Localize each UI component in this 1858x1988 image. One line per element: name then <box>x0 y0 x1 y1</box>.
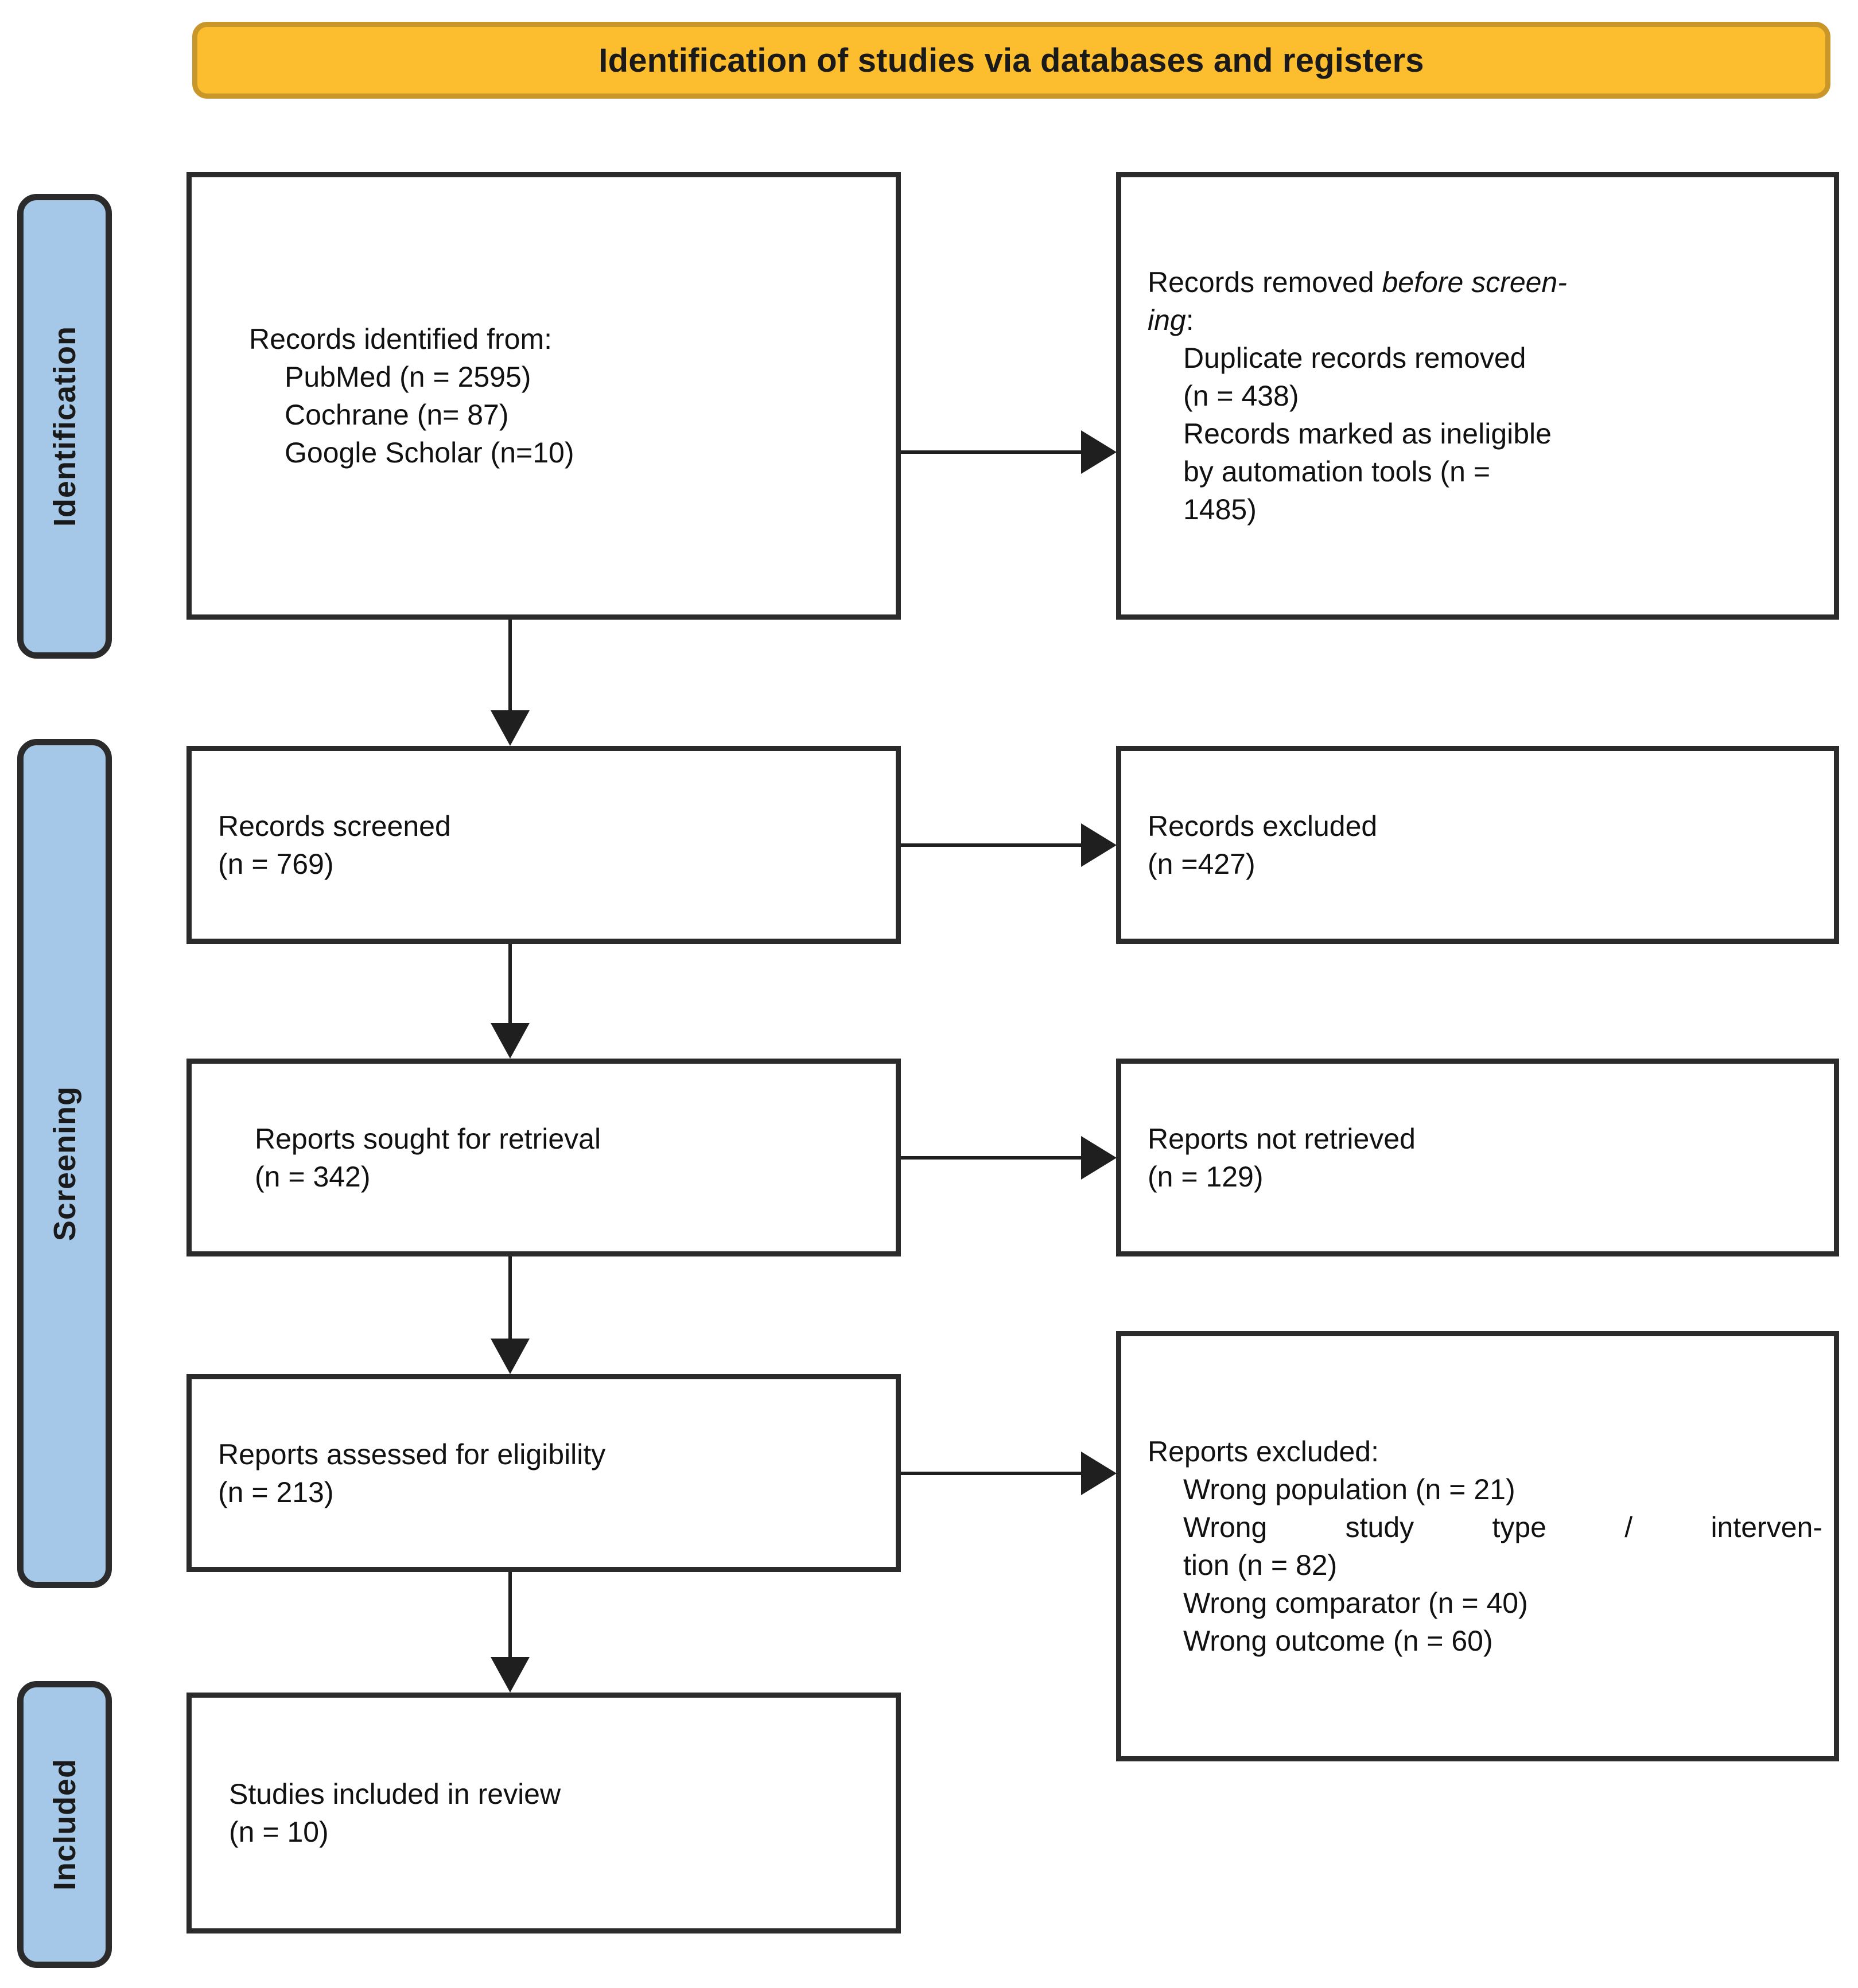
diagram-header-banner: Identification of studies via databases … <box>192 22 1830 99</box>
studies-included-label: Studies included in review <box>229 1778 561 1810</box>
connector-identified-to-removed <box>901 450 1083 454</box>
records-screened-label: Records screened <box>218 810 451 842</box>
connector-sought-to-not-retrieved <box>901 1156 1083 1160</box>
records-identified-heading: Records identified from: <box>249 323 553 355</box>
arrowhead-down-icon <box>491 1023 530 1059</box>
node-records-removed-text: Records removed before screen- ing: Dupl… <box>1121 263 1834 528</box>
stage-rail-screening: Screening <box>17 739 112 1588</box>
records-screened-count: (n = 769) <box>218 847 334 880</box>
reason-word-5: interven- <box>1711 1511 1822 1543</box>
node-records-identified: Records identified from: PubMed (n = 259… <box>186 172 901 620</box>
records-removed-heading-colon: : <box>1185 304 1194 336</box>
arrowhead-down-icon <box>491 1657 530 1693</box>
arrowhead-right-icon <box>1081 1136 1117 1180</box>
node-studies-included-text: Studies included in review (n = 10) <box>192 1775 896 1851</box>
node-reports-excluded-text: Reports excluded: Wrong population (n = … <box>1121 1433 1834 1660</box>
source-cochrane: Cochrane (n= 87) <box>285 399 509 431</box>
connector-assessed-to-included <box>508 1572 512 1657</box>
reports-assessed-count: (n = 213) <box>218 1476 334 1508</box>
records-removed-heading-line1: Records removed before screen- <box>1148 263 1817 301</box>
node-records-excluded-text: Records excluded (n =427) <box>1121 807 1834 883</box>
node-reports-not-retrieved: Reports not retrieved (n = 129) <box>1116 1059 1839 1256</box>
arrowhead-right-icon <box>1081 430 1117 474</box>
node-records-identified-text: Records identified from: PubMed (n = 259… <box>192 320 896 472</box>
node-records-screened: Records screened (n = 769) <box>186 746 901 944</box>
reason-word-1: Wrong <box>1183 1511 1268 1543</box>
node-studies-included: Studies included in review (n = 10) <box>186 1693 901 1933</box>
reports-excluded-heading: Reports excluded: <box>1148 1435 1379 1468</box>
connector-screened-to-records-excluded <box>901 843 1083 847</box>
reason-wrong-study-type: Wrong study type / interven- <box>1148 1508 1822 1546</box>
stage-rail-included: Included <box>17 1681 112 1968</box>
stage-label-screening: Screening <box>47 1086 82 1242</box>
stage-label-identification: Identification <box>47 326 82 527</box>
arrowhead-right-icon <box>1081 823 1117 867</box>
node-reports-assessed-text: Reports assessed for eligibility (n = 21… <box>192 1435 896 1511</box>
page-title: Identification of studies via databases … <box>598 41 1424 79</box>
reports-not-retrieved-label: Reports not retrieved <box>1148 1122 1416 1155</box>
reason-wrong-study-type-cont: tion (n = 82) <box>1183 1549 1338 1581</box>
studies-included-count: (n = 10) <box>229 1816 329 1848</box>
connector-sought-to-assessed <box>508 1256 512 1339</box>
ineligible-automation-count: 1485) <box>1183 493 1257 526</box>
source-google-scholar: Google Scholar (n=10) <box>285 437 574 469</box>
reports-sought-count: (n = 342) <box>255 1160 371 1193</box>
reports-not-retrieved-count: (n = 129) <box>1148 1160 1264 1193</box>
node-reports-sought: Reports sought for retrieval (n = 342) <box>186 1059 901 1256</box>
node-reports-sought-text: Reports sought for retrieval (n = 342) <box>192 1120 896 1196</box>
reason-wrong-outcome: Wrong outcome (n = 60) <box>1183 1625 1493 1657</box>
connector-screened-to-sought <box>508 944 512 1024</box>
node-reports-excluded: Reports excluded: Wrong population (n = … <box>1116 1331 1839 1761</box>
records-removed-heading-italic: before screen- <box>1382 266 1567 298</box>
records-removed-heading-plain: Records removed <box>1148 266 1382 298</box>
connector-assessed-to-reports-excluded <box>901 1472 1083 1475</box>
records-removed-heading-line2: ing: <box>1148 301 1817 339</box>
node-records-removed: Records removed before screen- ing: Dupl… <box>1116 172 1839 620</box>
connector-identified-to-screened <box>508 620 512 711</box>
reports-sought-label: Reports sought for retrieval <box>255 1122 601 1155</box>
records-excluded-count: (n =427) <box>1148 847 1255 880</box>
records-excluded-label: Records excluded <box>1148 810 1378 842</box>
stage-label-included: Included <box>47 1758 82 1890</box>
duplicate-records-removed-label: Duplicate records removed <box>1183 342 1526 374</box>
stage-rail-identification: Identification <box>17 194 112 659</box>
records-removed-heading-italic2: ing <box>1148 304 1186 336</box>
ineligible-automation-label-cont: by automation tools (n = <box>1183 456 1491 488</box>
reports-assessed-label: Reports assessed for eligibility <box>218 1438 606 1470</box>
duplicate-records-removed-count: (n = 438) <box>1183 380 1299 412</box>
arrowhead-right-icon <box>1081 1452 1117 1495</box>
reason-wrong-comparator: Wrong comparator (n = 40) <box>1183 1587 1528 1619</box>
ineligible-automation-label: Records marked as ineligible <box>1183 418 1552 450</box>
reason-wrong-population: Wrong population (n = 21) <box>1183 1473 1515 1505</box>
node-reports-assessed: Reports assessed for eligibility (n = 21… <box>186 1374 901 1572</box>
node-records-excluded: Records excluded (n =427) <box>1116 746 1839 944</box>
source-pubmed: PubMed (n = 2595) <box>285 361 531 393</box>
node-reports-not-retrieved-text: Reports not retrieved (n = 129) <box>1121 1120 1834 1196</box>
reason-word-4: / <box>1624 1511 1633 1543</box>
reason-word-2: study <box>1345 1511 1414 1543</box>
reason-word-3: type <box>1492 1511 1546 1543</box>
arrowhead-down-icon <box>491 710 530 746</box>
node-records-screened-text: Records screened (n = 769) <box>192 807 896 883</box>
arrowhead-down-icon <box>491 1339 530 1374</box>
